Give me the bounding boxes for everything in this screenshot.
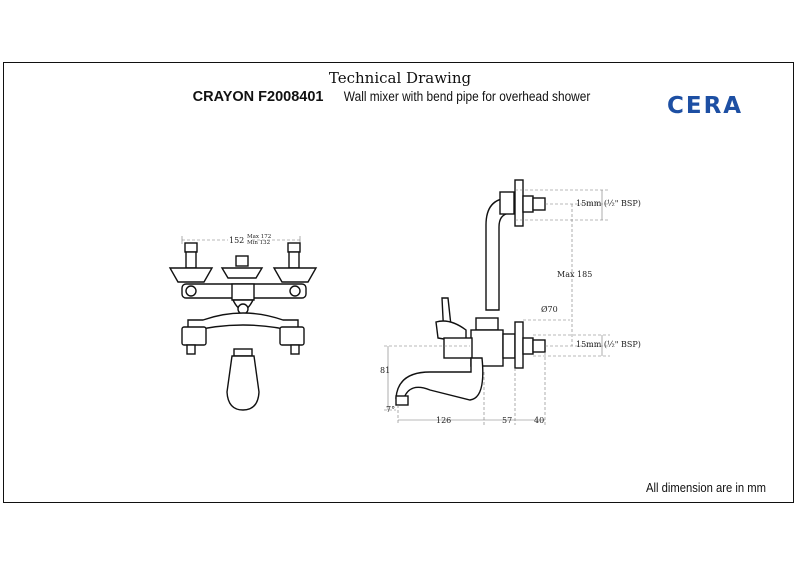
bottom-inlet-label: 15mm (½" BSP) — [576, 340, 641, 349]
front-max-label: Max 172 — [247, 234, 271, 240]
body-depth-label: 57 — [502, 416, 512, 425]
top-inlet-label: 15mm (½" BSP) — [576, 199, 641, 208]
side-spout-icon — [395, 357, 484, 401]
product-line: CRAYON F2008401 Wall mixer with bend pip… — [0, 89, 800, 105]
dimension-note: All dimension are in mm — [646, 481, 767, 495]
drawing-title: Technical Drawing — [328, 69, 472, 87]
left-handle-icon — [184, 242, 198, 253]
spout-icon — [226, 355, 260, 411]
spout-length-label: 126 — [436, 416, 451, 425]
angle-label: 7° — [386, 405, 395, 414]
front-width-dimension: 152 Max 172 Min 132 — [181, 234, 301, 246]
product-code: CRAYON F2008401 — [192, 89, 324, 105]
diameter-label: Ø70 — [541, 305, 558, 314]
brand-logo: CERA — [667, 93, 744, 119]
inlet-depth-label: 40 — [534, 416, 544, 425]
front-view: 152 Max 172 Min 132 — [168, 234, 318, 411]
front-width-label: 152 — [229, 236, 244, 245]
diverter-knob-icon — [235, 255, 249, 267]
max-height-label: Max 185 — [557, 270, 592, 279]
height-label: 81 — [380, 366, 390, 375]
product-description: Wall mixer with bend pipe for overhead s… — [344, 89, 591, 104]
drawing-frame — [3, 62, 794, 503]
right-handle-icon — [287, 242, 301, 253]
front-min-label: Min 132 — [247, 240, 270, 246]
side-view: 15mm (½" BSP) Max 185 Ø70 15mm (½" BSP) … — [380, 179, 641, 425]
